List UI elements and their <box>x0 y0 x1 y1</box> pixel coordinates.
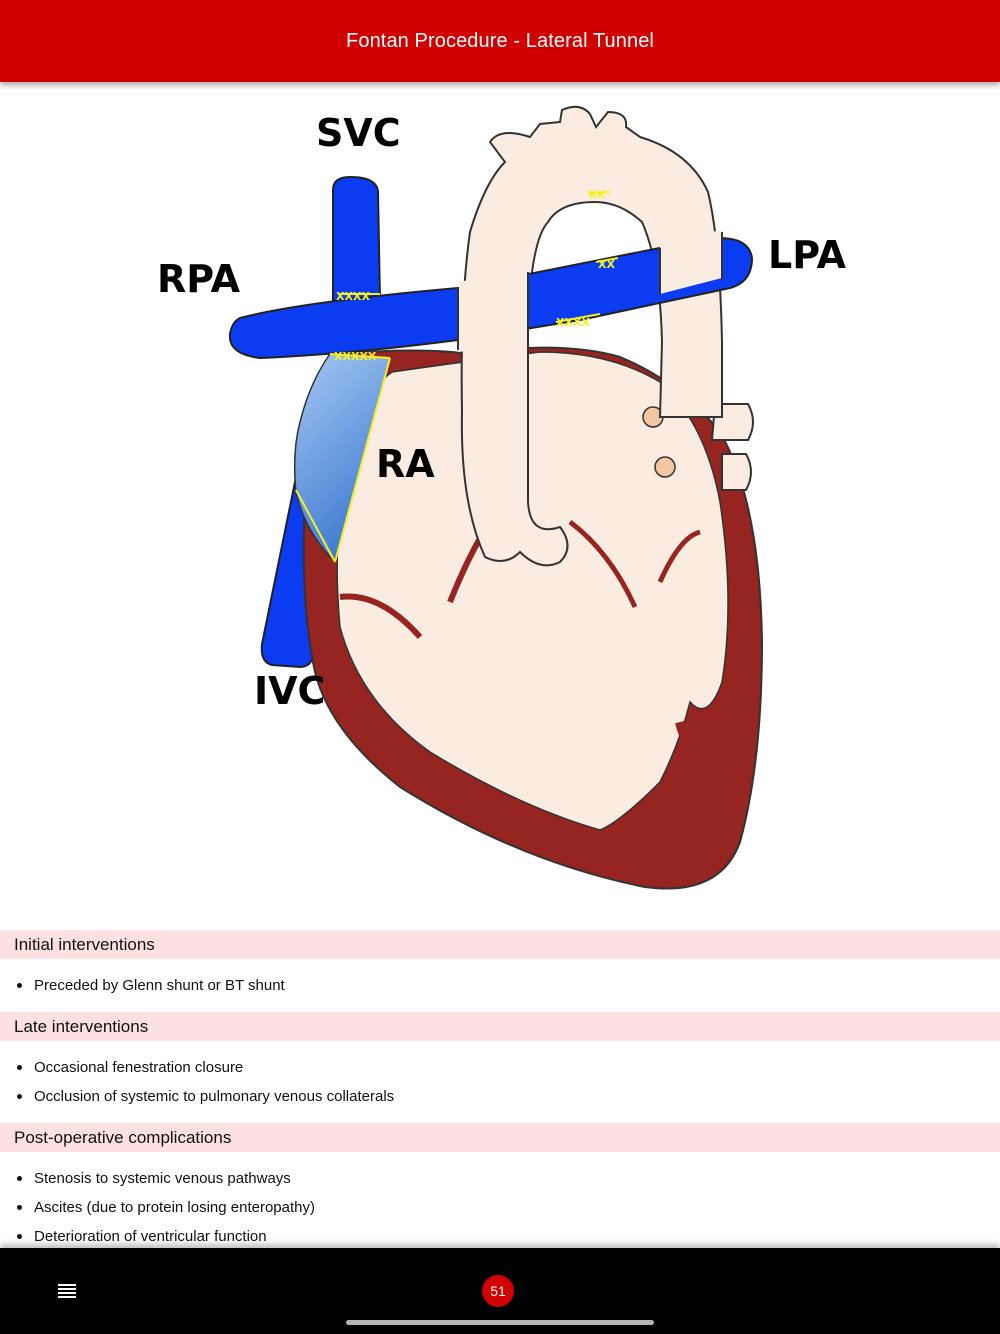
label-svc: SVC <box>316 111 401 155</box>
ascending-aorta <box>458 270 528 352</box>
section-title: Late interventions <box>0 1012 1000 1041</box>
page-title: Fontan Procedure - Lateral Tunnel <box>346 29 654 52</box>
coronary-dot <box>654 456 676 478</box>
pulmonary-vein <box>721 453 752 491</box>
label-rpa: RPA <box>157 257 241 301</box>
muscle-strand <box>657 529 701 584</box>
section-list: Stenosis to systemic venous pathways Asc… <box>0 1152 1000 1263</box>
list-item: Ascites (due to protein losing enteropat… <box>0 1193 1000 1222</box>
muscle-strand <box>339 593 423 639</box>
muscle-strand <box>568 520 638 609</box>
list-item: Stenosis to systemic venous pathways <box>0 1164 1000 1193</box>
heart-chamber <box>336 351 729 831</box>
label-ivc: IVC <box>254 669 325 713</box>
section-initial-interventions: Initial interventions Preceded by Glenn … <box>0 930 1000 1012</box>
list-item: Occlusion of systemic to pulmonary venou… <box>0 1082 1000 1111</box>
list-item: Occasional fenestration closure <box>0 1053 1000 1082</box>
info-sections: Initial interventions Preceded by Glenn … <box>0 930 1000 1263</box>
home-indicator[interactable] <box>346 1320 654 1325</box>
section-title: Initial interventions <box>0 930 1000 959</box>
descending-aorta <box>660 230 722 294</box>
lateral-tunnel <box>293 353 391 564</box>
section-title: Post-operative complications <box>0 1123 1000 1152</box>
svg-text:XXXX: XXXX <box>336 290 370 303</box>
svg-text:XX: XX <box>598 258 615 271</box>
section-late-interventions: Late interventions Occasional fenestrati… <box>0 1012 1000 1123</box>
list-item: Deterioration of ventricular function <box>0 1222 1000 1251</box>
svg-text:XXXX: XXXX <box>556 316 590 329</box>
suture-lines <box>295 191 619 563</box>
page-header: Fontan Procedure - Lateral Tunnel <box>0 0 1000 82</box>
menu-icon[interactable] <box>58 1284 76 1300</box>
svg-text:XXXXX: XXXXX <box>334 350 377 363</box>
fontan-diagram: XXXXX XXXX XXXX XX XX SVC RPA LPA RA IVC <box>0 82 1000 922</box>
muscle-strand <box>675 720 723 787</box>
svg-text:XX: XX <box>588 188 605 201</box>
section-list: Occasional fenestration closure Occlusio… <box>0 1041 1000 1123</box>
heart-illustration: XXXXX XXXX XXXX XX XX SVC RPA LPA RA IVC <box>157 105 847 890</box>
bottom-toolbar: 51 <box>0 1248 1000 1334</box>
section-post-operative-complications: Post-operative complications Stenosis to… <box>0 1123 1000 1263</box>
suture-stitches: XXXXX XXXX XXXX XX XX <box>334 188 615 363</box>
svc-vessel <box>332 175 382 304</box>
page-number-badge[interactable]: 51 <box>482 1275 514 1307</box>
list-item: Preceded by Glenn shunt or BT shunt <box>0 971 1000 1000</box>
label-ra: RA <box>376 442 435 486</box>
label-lpa: LPA <box>768 233 847 277</box>
section-list: Preceded by Glenn shunt or BT shunt <box>0 959 1000 1012</box>
